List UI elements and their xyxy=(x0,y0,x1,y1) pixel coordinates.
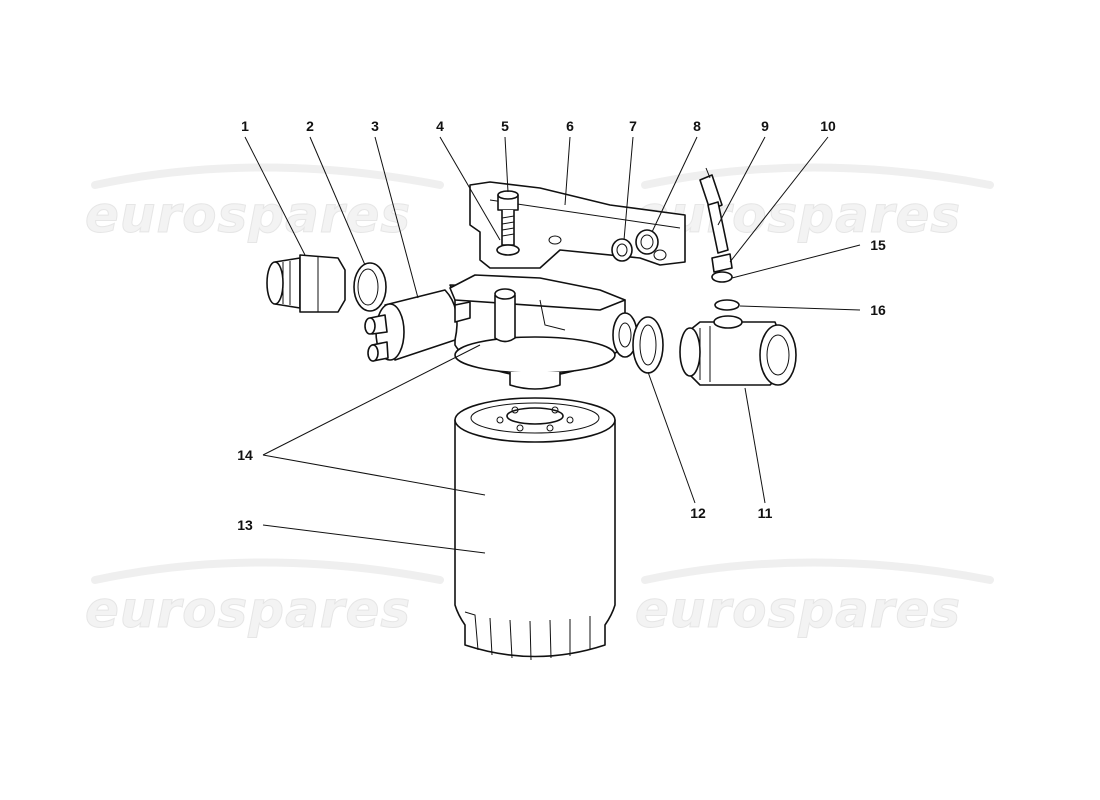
callout-15: 15 xyxy=(870,237,886,253)
pressure-sender-drawing xyxy=(364,289,471,362)
callout-7: 7 xyxy=(629,118,637,134)
callout-labels: 1 2 3 4 5 6 7 8 9 10 15 16 14 12 11 13 xyxy=(237,118,886,533)
watermark-group: eurospares eurospares eurospares eurospa… xyxy=(85,163,994,640)
bolt-drawing xyxy=(496,190,520,256)
callout-1: 1 xyxy=(241,118,249,134)
callout-2: 2 xyxy=(306,118,314,134)
callout-10: 10 xyxy=(820,118,836,134)
temperature-sender-drawing xyxy=(699,167,740,311)
callout-12: 12 xyxy=(690,505,706,521)
watermark-top-right: eurospares xyxy=(635,186,961,244)
callout-4: 4 xyxy=(436,118,444,134)
callout-6: 6 xyxy=(566,118,574,134)
callout-14: 14 xyxy=(237,447,253,463)
watermark-bottom-right: eurospares xyxy=(635,581,961,639)
callout-3: 3 xyxy=(371,118,379,134)
union-fitting-drawing xyxy=(266,254,346,313)
adapter-tee-drawing xyxy=(679,315,797,386)
watermark-bottom-left: eurospares xyxy=(85,581,411,639)
filter-head-drawing xyxy=(449,274,638,390)
seal-rings-drawing xyxy=(611,229,659,262)
watermark-top-left: eurospares xyxy=(85,186,411,244)
leader-lines xyxy=(244,136,861,554)
callout-8: 8 xyxy=(693,118,701,134)
callout-13: 13 xyxy=(237,517,253,533)
callout-16: 16 xyxy=(870,302,886,318)
o-ring-12-drawing xyxy=(632,316,664,374)
callout-11: 11 xyxy=(758,505,773,521)
oil-filter-drawing xyxy=(454,397,616,661)
sealing-ring-2-drawing xyxy=(353,262,387,312)
callout-9: 9 xyxy=(761,118,769,134)
callout-5: 5 xyxy=(501,118,509,134)
